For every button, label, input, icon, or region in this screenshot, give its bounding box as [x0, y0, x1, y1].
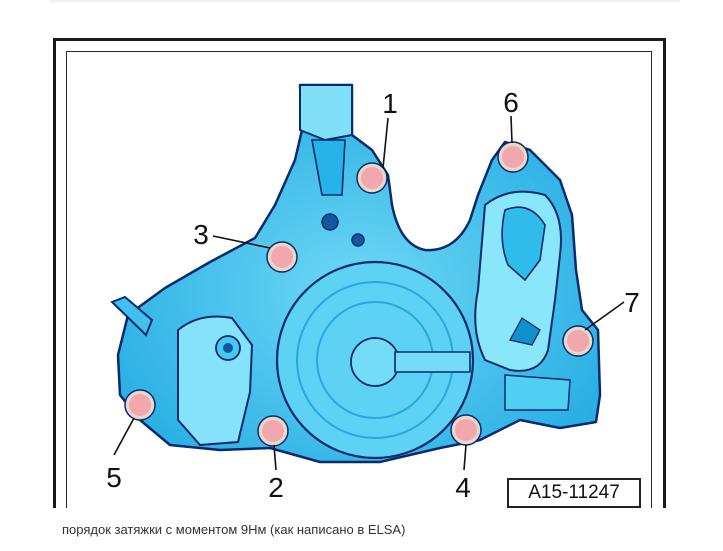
top-divider: [50, 0, 680, 4]
leader-6: [510, 115, 513, 144]
callout-7: 7: [624, 287, 640, 318]
leader-5: [113, 417, 135, 456]
callout-1: 1: [382, 88, 398, 119]
leader-3: [212, 235, 271, 249]
leader-7: [584, 301, 625, 331]
bolt-6: [497, 141, 529, 173]
callout-4: 4: [455, 472, 471, 503]
callout-6: 6: [503, 87, 519, 118]
bolt-heads: [124, 141, 594, 447]
callout-numbers: 1 2 3 4 5 6 7: [106, 87, 640, 503]
leader-lines: [113, 115, 625, 471]
leader-4: [463, 444, 467, 471]
bolt-3: [266, 241, 298, 273]
bolt-2: [257, 415, 289, 447]
bolt-5: [124, 389, 156, 421]
drawing-id-label: A15-11247: [507, 478, 641, 508]
caption-area: [0, 508, 723, 551]
image-caption: порядок затяжки с моментом 9Нм (как напи…: [62, 522, 406, 537]
bolt-7: [562, 325, 594, 357]
bolt-4: [450, 414, 482, 446]
figure-inner-frame: [66, 51, 652, 521]
callout-3: 3: [193, 219, 209, 250]
leader-2: [273, 444, 277, 471]
callout-5: 5: [106, 462, 122, 493]
bolt-1: [356, 162, 388, 194]
leader-1: [382, 117, 389, 169]
callout-2: 2: [268, 472, 284, 503]
timing-cover-body: [110, 83, 602, 464]
